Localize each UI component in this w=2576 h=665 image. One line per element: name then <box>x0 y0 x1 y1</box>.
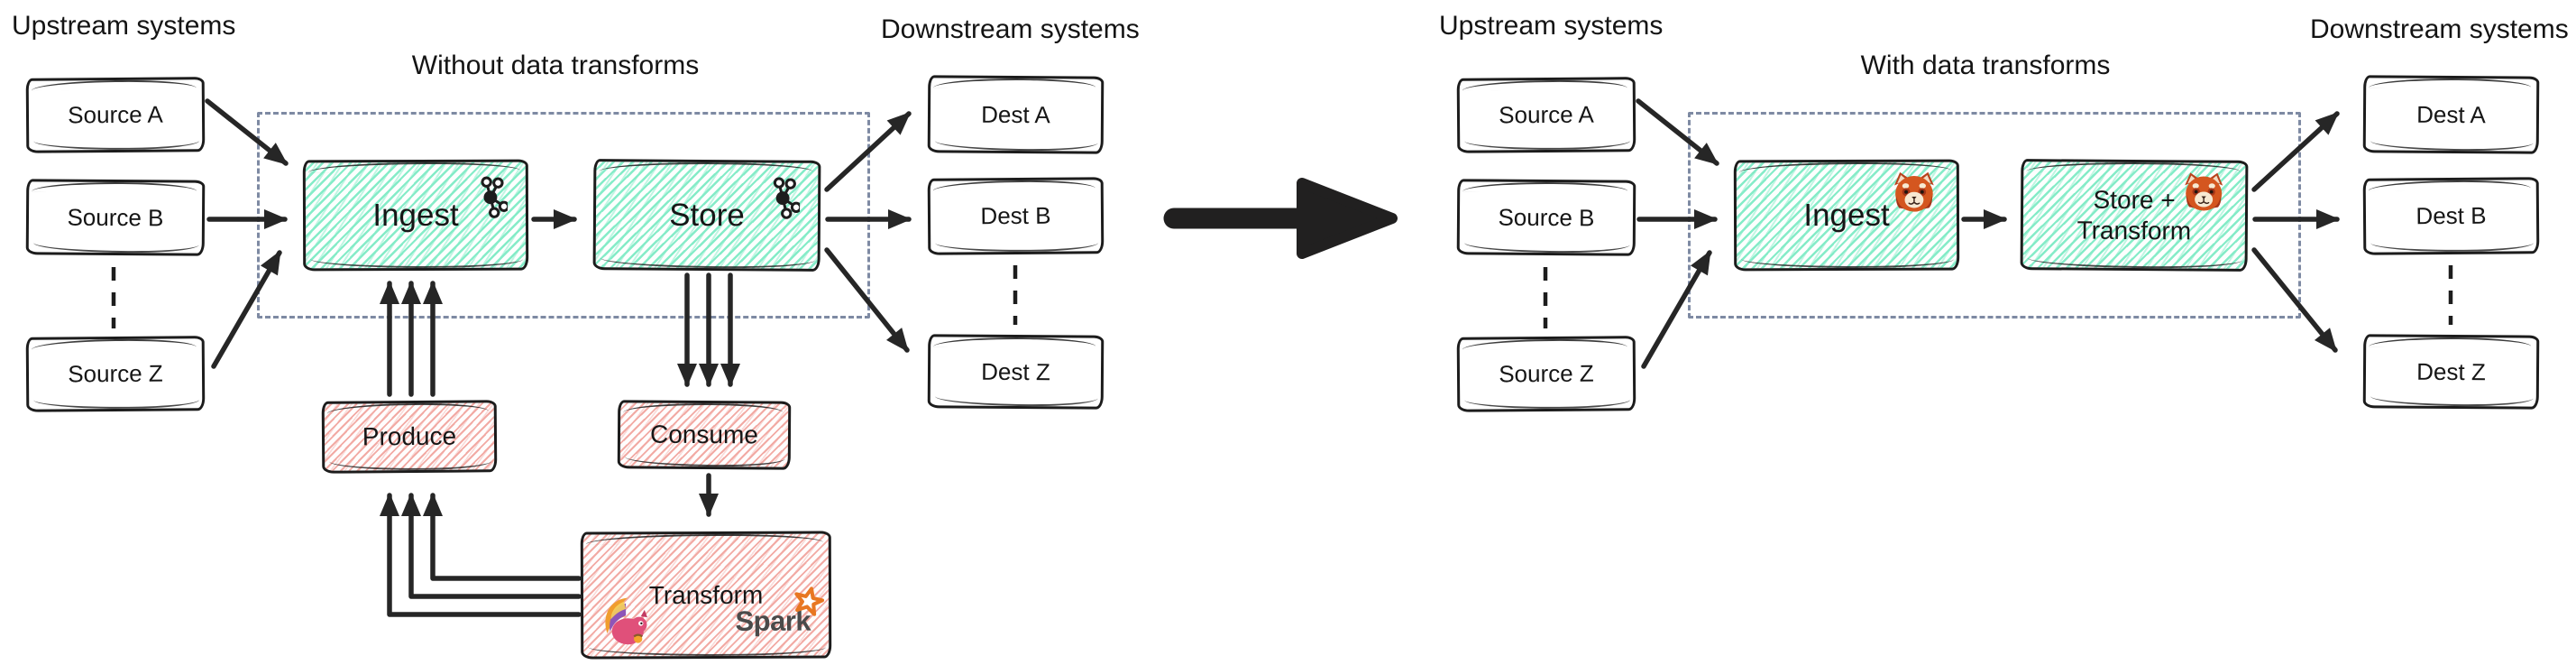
kafka-icon <box>765 174 802 229</box>
left-upstream-title: Upstream systems <box>12 11 236 41</box>
consume-box: Consume <box>617 400 792 470</box>
left-dest-z-label: Dest Z <box>981 357 1050 385</box>
left-pipeline-title: Without data transforms <box>411 51 700 80</box>
right-dest-a-box: Dest A <box>2362 75 2540 154</box>
right-store-transform-box: Store + Transform <box>2020 159 2249 272</box>
right-source-a-label: Source A <box>1499 100 1594 129</box>
right-ingest-box: Ingest <box>1733 159 1960 272</box>
left-source-b-label: Source B <box>67 203 164 231</box>
arrow-transform-to-produce-1 <box>423 493 582 581</box>
right-dest-a-label: Dest A <box>2416 100 2486 128</box>
left-pipeline-boundary <box>257 112 870 319</box>
left-dest-a-label: Dest A <box>981 100 1050 128</box>
right-source-b-label: Source B <box>1498 203 1595 231</box>
arrow-transform-to-produce-3 <box>380 493 582 617</box>
left-ingest-label: Ingest <box>372 197 459 233</box>
comparison-arrow <box>1163 178 1398 259</box>
redpanda-icon <box>1892 171 1937 222</box>
left-ingest-box: Ingest <box>302 159 529 272</box>
store-transform-line2: Transform <box>2076 216 2192 245</box>
left-store-label: Store <box>669 197 745 233</box>
right-dest-z-box: Dest Z <box>2362 334 2540 410</box>
consume-label: Consume <box>649 420 759 449</box>
right-source-z-label: Source Z <box>1499 359 1594 388</box>
produce-label: Produce <box>362 421 457 451</box>
kafka-icon <box>473 174 510 229</box>
left-source-z-label: Source Z <box>68 359 163 388</box>
left-dest-b-box: Dest B <box>927 177 1105 255</box>
spark-logo: Spark <box>735 586 825 638</box>
spark-star-icon <box>789 583 827 623</box>
right-store-transform-label: Store + Transform <box>2076 185 2191 245</box>
right-dest-b-box: Dest B <box>2362 177 2540 255</box>
left-dest-b-label: Dest B <box>980 201 1051 230</box>
transform-box: Transform Spark <box>580 531 832 660</box>
right-ingest-label: Ingest <box>1803 197 1890 233</box>
right-source-a-box: Source A <box>1456 77 1636 153</box>
left-source-a-box: Source A <box>25 77 206 153</box>
left-dest-z-box: Dest Z <box>927 334 1105 410</box>
left-dest-a-box: Dest A <box>927 75 1105 154</box>
redpanda-icon <box>2182 171 2225 217</box>
right-dest-z-label: Dest Z <box>2416 357 2486 385</box>
left-source-z-box: Source Z <box>25 336 206 412</box>
produce-box: Produce <box>321 400 498 474</box>
left-source-b-box: Source B <box>25 179 206 256</box>
right-dest-b-label: Dest B <box>2416 201 2487 230</box>
right-pipeline-boundary <box>1688 112 2301 319</box>
flink-squirrel-icon <box>600 594 648 651</box>
left-store-box: Store <box>592 159 821 272</box>
right-pipeline-title: With data transforms <box>1860 51 2111 80</box>
right-downstream-title: Downstream systems <box>2310 14 2569 44</box>
right-source-z-box: Source Z <box>1456 336 1636 412</box>
left-downstream-title: Downstream systems <box>881 14 1140 44</box>
right-upstream-title: Upstream systems <box>1439 11 1664 41</box>
left-source-a-label: Source A <box>68 100 163 129</box>
right-source-b-box: Source B <box>1456 179 1636 256</box>
store-transform-line1: Store + <box>2093 186 2176 215</box>
arrow-transform-to-produce-2 <box>401 493 582 599</box>
